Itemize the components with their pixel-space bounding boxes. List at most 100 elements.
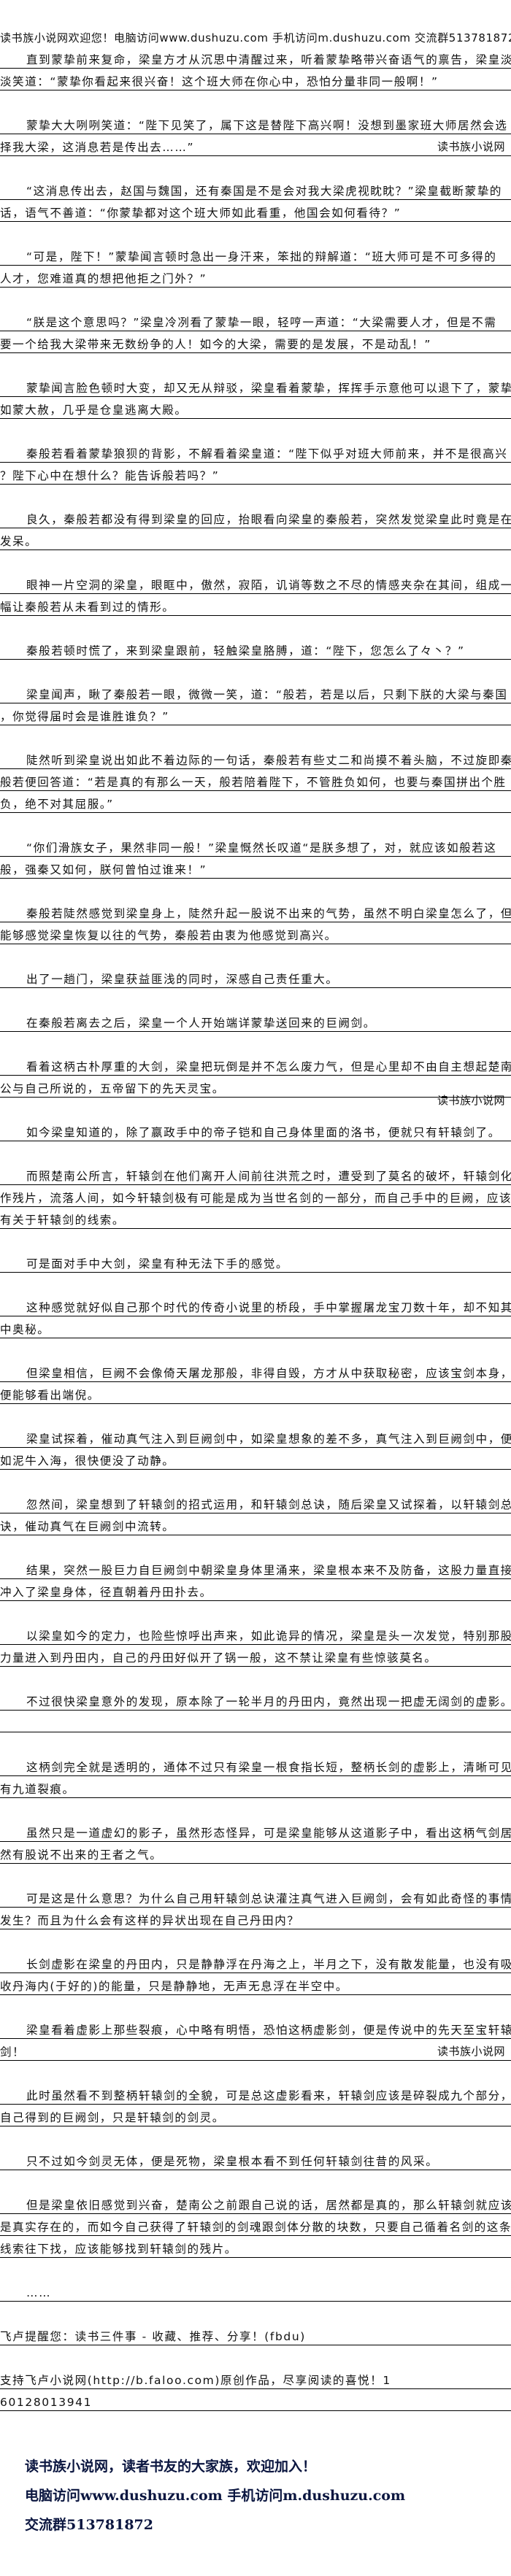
chapter-paragraph: 如今梁皇知道的，除了嬴政手中的帝子铠和自己身体里面的洛书，便就只有轩辕剑了。 xyxy=(0,1119,511,1141)
line-text: 如蒙大赦，几乎是仓皇逃离大殿。 xyxy=(0,404,188,417)
text-line: 梁皇试探着，催动真气注入到巨阙剑中，如梁皇想象的差不多，真气注入到巨阙剑中，便 xyxy=(0,1426,511,1448)
line-text: 但梁皇相信，巨阙不会像倚天屠龙那般，非得自毁，方才从中获取秘密，应该宝剑本身， xyxy=(26,1367,511,1380)
text-line: 可是这是什么意思？为什么自己用轩辕剑总诀灌注真气进入巨阙剑，会有如此奇怪的事情 xyxy=(0,1886,511,1908)
line-text: 中奥秘。 xyxy=(0,1323,50,1336)
chapter-paragraph: 良久，秦般若都没有得到梁皇的回应，抬眼看向梁皇的秦般若，突然发觉梁皇此时竟是在发… xyxy=(0,506,511,550)
text-line: 长剑虚影在梁皇的丹田内，只是静静浮在丹海之上，半月之下，没有散发能量，也没有吸 xyxy=(0,1951,511,1973)
line-text: 虽然只是一道虚幻的影子，虽然形态怪异，可是梁皇能够从这道影子中，看出这柄气剑居 xyxy=(26,1827,511,1840)
line-text: 负，绝不对其屈服。” xyxy=(0,798,114,811)
text-line: 剑！读书族小说网 xyxy=(0,2039,511,2061)
text-line: 线索往下找，应该能够找到轩辕剑的残片。 xyxy=(0,2236,511,2258)
line-text: 出了一趟门，梁皇获益匪浅的同时，深感自己责任重大。 xyxy=(26,973,339,986)
line-text: 线索往下找，应该能够找到轩辕剑的残片。 xyxy=(0,2243,237,2256)
text-line: 良久，秦般若都没有得到梁皇的回应，抬眼看向梁皇的秦般若，突然发觉梁皇此时竟是在 xyxy=(0,506,511,528)
text-line: 人才，您难道真的想把他拒之门外？” xyxy=(0,266,511,288)
chapter-paragraph: 不过很快梁皇意外的发现，原本除了一轮半月的丹田内，竟然出现一把虚无阔剑的虚影。 xyxy=(0,1689,511,1732)
line-text: 般，强秦又如何，朕何曾怕过谁来！” xyxy=(0,863,207,876)
line-text: 人才，您难道真的想把他拒之门外？” xyxy=(0,272,207,285)
text-line: …… xyxy=(0,2280,511,2302)
line-text: 只不过如今剑灵无体，便是死物，梁皇根本看不到任何轩辕剑往昔的风采。 xyxy=(26,2155,439,2168)
chapter-paragraph: 长剑虚影在梁皇的丹田内，只是静静浮在丹海之上，半月之下，没有散发能量，也没有吸收… xyxy=(0,1951,511,1995)
text-line: 力量进入到丹田内，自己的丹田好似开了锅一般，这不禁让梁皇有些惊骇莫名。 xyxy=(0,1645,511,1667)
line-text: 长剑虚影在梁皇的丹田内，只是静静浮在丹海之上，半月之下，没有散发能量，也没有吸 xyxy=(26,1958,511,1971)
line-text: 话，语气不善道：“你蒙挚都对这个班大师如此看重，他国会如何看待？” xyxy=(0,207,402,220)
line-text: 支持飞卢小说网(http://b.faloo.com)原创作品，尽享阅读的喜悦！… xyxy=(0,2374,391,2387)
chapter-paragraph: 秦般若看着蒙挚狼狈的背影，不解看着梁皇道：“陛下似乎对班大师前来，并不是很高兴？… xyxy=(0,441,511,485)
text-line: 如蒙大赦，几乎是仓皇逃离大殿。 xyxy=(0,397,511,419)
line-text: 梁皇看着虚影上那些裂痕，心中略有明悟，恐怕这柄虚影剑，便是传说中的先天至宝轩辕 xyxy=(26,2024,511,2037)
text-line: 这柄剑完全就是透明的，通体不过只有梁皇一根食指长短，整柄长剑的虚影上，清晰可见 xyxy=(0,1754,511,1776)
text-line: 而照楚南公所言，轩辕剑在他们离开人间前往洪荒之时，遭受到了莫名的破坏，轩辕剑化 xyxy=(0,1163,511,1185)
line-text: 这种感觉就好似自己那个时代的传奇小说里的桥段，手中掌握屠龙宝刀数十年，却不知其 xyxy=(26,1301,511,1314)
chapter-paragraph: “这消息传出去，赵国与魏国，还有秦国是不是会对我大梁虎视眈眈？”梁皇截断蒙挚的话… xyxy=(0,178,511,222)
line-text: 蒙挚闻言脸色顿时大变，却又无从辩驳，梁皇看着蒙挚，挥挥手示意他可以退下了，蒙挚 xyxy=(26,382,511,395)
line-text: 梁皇试探着，催动真气注入到巨阙剑中，如梁皇想象的差不多，真气注入到巨阙剑中，便 xyxy=(26,1432,511,1446)
line-text: 然有股说不出来的王者之气。 xyxy=(0,1848,163,1862)
text-line: 如泥牛入海，很快便没了动静。 xyxy=(0,1448,511,1470)
line-text: 便能够看出端倪。 xyxy=(0,1389,100,1402)
chapter-paragraph: 虽然只是一道虚幻的影子，虽然形态怪异，可是梁皇能够从这道影子中，看出这柄气剑居然… xyxy=(0,1820,511,1864)
line-text: 如泥牛入海，很快便没了动静。 xyxy=(0,1454,175,1468)
text-line: 但是梁皇依旧感觉到兴奋，楚南公之前跟自己说的话，居然都是真的，那么轩辕剑就应该 xyxy=(0,2192,511,2214)
footer-slogan: 读书族小说网，读者书友的大家族，欢迎加入！ xyxy=(25,2459,317,2475)
line-text: 但是梁皇依旧感觉到兴奋，楚南公之前跟自己说的话，居然都是真的，那么轩辕剑就应该 xyxy=(26,2199,511,2212)
line-text: 在秦般若离去之后，梁皇一个人开始端详蒙挚送回来的巨阙剑。 xyxy=(26,1017,376,1030)
chapter-paragraph: “可是，陛下！”蒙挚闻言顿时急出一身汗来，笨拙的辩解道：“班大师可是不可多得的人… xyxy=(0,244,511,288)
chapter-note: 支持飞卢小说网(http://b.faloo.com)原创作品，尽享阅读的喜悦！… xyxy=(0,2367,511,2411)
chapter-paragraph: 只不过如今剑灵无体，便是死物，梁皇根本看不到任何轩辕剑往昔的风采。 xyxy=(0,2148,511,2170)
line-text: 力量进入到丹田内，自己的丹田好似开了锅一般，这不禁让梁皇有些惊骇莫名。 xyxy=(0,1651,437,1665)
line-text: 忽然间，梁皇想到了轩辕剑的招式运用，和轩辕剑总诀，随后梁皇又试探着，以轩辕剑总 xyxy=(26,1498,511,1511)
line-text: “这消息传出去，赵国与魏国，还有秦国是不是会对我大梁虎视眈眈？”梁皇截断蒙挚的 xyxy=(26,185,502,198)
line-text: 有九道裂痕。 xyxy=(0,1783,75,1796)
text-line: 蒙挚闻言脸色顿时大变，却又无从辩驳，梁皇看着蒙挚，挥挥手示意他可以退下了，蒙挚 xyxy=(0,375,511,397)
line-text: 此时虽然看不到整柄轩辕剑的全貌，可是总这虚影看来，轩辕剑应该是碎裂成九个部分， xyxy=(26,2089,511,2102)
line-text: “朕是这个意思吗？”梁皇冷冽看了蒙挚一眼，轻哼一声道：“大梁需要人才，但是不需 xyxy=(26,316,497,329)
text-line: 是真实存在的，而如今自己获得了轩辕剑的剑魂跟剑体分散的块数，只要自己循着名剑的这… xyxy=(0,2214,511,2236)
text-line: ，你觉得届时会是谁胜谁负？” xyxy=(0,703,511,725)
line-text: “你们滑族女子，果然非同一般！”梁皇慨然长叹道“是朕多想了，对，就应该如般若这 xyxy=(26,841,497,855)
line-text: 蒙挚大大咧咧笑道：“陛下见笑了，属下这是替陛下高兴啊！没想到墨家班大师居然会选 xyxy=(26,119,508,132)
line-text: 冲入了梁皇身体，径直朝着丹田扑去。 xyxy=(0,1586,212,1599)
chapter-paragraph: 这种感觉就好似自己那个时代的传奇小说里的桥段，手中掌握屠龙宝刀数十年，却不知其中… xyxy=(0,1295,511,1338)
line-text: 有关于轩辕剑的线索。 xyxy=(0,1214,126,1227)
site-footer: 读书族小说网，读者书友的大家族，欢迎加入！ 电脑访问www.dushuzu.co… xyxy=(25,2452,405,2540)
line-text: 淡笑道：“蒙挚你看起来很兴奋！这个班大师在你心中，恐怕分量非同一般啊！” xyxy=(0,75,439,88)
line-text: 般若便回答道：“若是真的有那么一天，般若陪着陛下，不管胜负如何，也要与秦国拼出个… xyxy=(0,776,507,789)
text-line xyxy=(0,1711,511,1732)
line-text: 眼神一片空洞的梁皇，眼眶中，傲然，寂陌，讥诮等数之不尽的情感夹杂在其间，组成一 xyxy=(26,579,511,592)
text-line: 不过很快梁皇意外的发现，原本除了一轮半月的丹田内，竟然出现一把虚无阔剑的虚影。 xyxy=(0,1689,511,1711)
line-text: 是真实存在的，而如今自己获得了轩辕剑的剑魂跟剑体分散的块数，只要自己循着名剑的这… xyxy=(0,2221,511,2234)
line-text: ，你觉得届时会是谁胜谁负？” xyxy=(0,710,169,723)
text-line: 秦般若看着蒙挚狼狈的背影，不解看着梁皇道：“陛下似乎对班大师前来，并不是很高兴 xyxy=(0,441,511,463)
chapter-paragraph: 蒙挚大大咧咧笑道：“陛下见笑了，属下这是替陛下高兴啊！没想到墨家班大师居然会选择… xyxy=(0,112,511,156)
chapter-content: 直到蒙挚前来复命，梁皇方才从沉思中清醒过来，听着蒙挚略带兴奋语气的禀告，梁皇淡淡… xyxy=(0,47,511,2433)
text-line: 诀，催动真气在巨阙剑中流转。 xyxy=(0,1513,511,1535)
chapter-paragraph: 可是这是什么意思？为什么自己用轩辕剑总诀灌注真气进入巨阙剑，会有如此奇怪的事情发… xyxy=(0,1886,511,1929)
text-line: 能够感觉梁皇恢复以往的气势，秦般若由衷为他感觉到高兴。 xyxy=(0,922,511,944)
line-text: 陡然听到梁皇说出如此不着边际的一句话，秦般若有些丈二和尚摸不着头脑，不过旋即秦 xyxy=(26,754,511,767)
chapter-paragraph: 眼神一片空洞的梁皇，眼眶中，傲然，寂陌，讥诮等数之不尽的情感夹杂在其间，组成一幅… xyxy=(0,572,511,616)
line-text: 作残片，流落人间，如今轩辕剑极有可能是成为当世名剑的一部分，而自己手中的巨阙，应… xyxy=(0,1192,511,1205)
site-welcome-header: 读书族小说网欢迎您！电脑访问www.dushuzu.com 手机访问m.dush… xyxy=(0,31,511,45)
chapter-paragraph: 秦般若陡然感觉到梁皇身上，陡然升起一股说不出来的气势，虽然不明白梁皇怎么了，但能… xyxy=(0,901,511,944)
chapter-paragraph: 结果，突然一股巨力自巨阙剑中朝梁皇身体里涌来，梁皇根本来不及防备，这股力量直接冲… xyxy=(0,1557,511,1601)
line-text: 这柄剑完全就是透明的，通体不过只有梁皇一根食指长短，整柄长剑的虚影上，清晰可见 xyxy=(26,1761,511,1774)
text-line: 便能够看出端倪。 xyxy=(0,1382,511,1404)
text-line: 自己得到的巨阙剑，只是轩辕剑的剑灵。 xyxy=(0,2105,511,2126)
text-line: 可是面对手中大剑，梁皇有种无法下手的感觉。 xyxy=(0,1251,511,1273)
text-line: 般，强秦又如何，朕何曾怕过谁来！” xyxy=(0,857,511,879)
line-text: 不过很快梁皇意外的发现，原本除了一轮半月的丹田内，竟然出现一把虚无阔剑的虚影。 xyxy=(26,1695,511,1708)
chapter-paragraph: 此时虽然看不到整柄轩辕剑的全貌，可是总这虚影看来，轩辕剑应该是碎裂成九个部分， 自… xyxy=(0,2083,511,2126)
text-line: 秦般若陡然感觉到梁皇身上，陡然升起一股说不出来的气势，虽然不明白梁皇怎么了，但 xyxy=(0,901,511,922)
text-line: 收丹海内(于好的)的能量，只是静静地，无声无息浮在半空中。 xyxy=(0,1973,511,1995)
chapter-paragraph: 而照楚南公所言，轩辕剑在他们离开人间前往洪荒之时，遭受到了莫名的破坏，轩辕剑化作… xyxy=(0,1163,511,1229)
chapter-paragraph: 梁皇试探着，催动真气注入到巨阙剑中，如梁皇想象的差不多，真气注入到巨阙剑中，便如… xyxy=(0,1426,511,1470)
line-text: 结果，突然一股巨力自巨阙剑中朝梁皇身体里涌来，梁皇根本来不及防备，这股力量直接 xyxy=(26,1564,511,1577)
text-line: 这种感觉就好似自己那个时代的传奇小说里的桥段，手中掌握屠龙宝刀数十年，却不知其 xyxy=(0,1295,511,1316)
text-line: “这消息传出去，赵国与魏国，还有秦国是不是会对我大梁虎视眈眈？”梁皇截断蒙挚的 xyxy=(0,178,511,200)
line-text: 良久，秦般若都没有得到梁皇的回应，抬眼看向梁皇的秦般若，突然发觉梁皇此时竟是在 xyxy=(26,513,511,526)
text-line: 但梁皇相信，巨阙不会像倚天屠龙那般，非得自毁，方才从中获取秘密，应该宝剑本身， xyxy=(0,1360,511,1382)
line-text: 能够感觉梁皇恢复以往的气势，秦般若由衷为他感觉到高兴。 xyxy=(0,929,337,942)
text-line: 淡笑道：“蒙挚你看起来很兴奋！这个班大师在你心中，恐怕分量非同一般啊！” xyxy=(0,69,511,90)
chapter-paragraph: 秦般若顿时慌了，来到梁皇跟前，轻触梁皇胳膊，道：“陛下，您怎么了々丶？” xyxy=(0,638,511,660)
